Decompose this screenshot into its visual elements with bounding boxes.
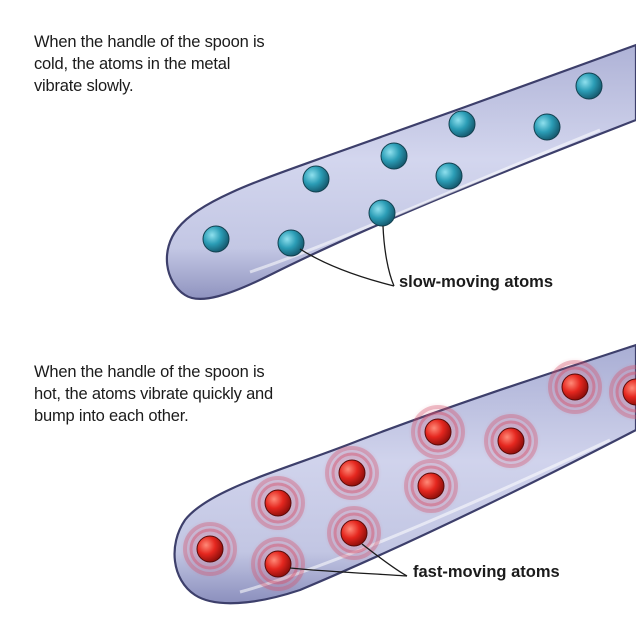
fast-atom [545, 357, 605, 417]
slow-atom [576, 73, 602, 99]
hot-caption-line: hot, the atoms vibrate quickly and [34, 383, 273, 405]
slow-atoms-label: slow-moving atoms [399, 273, 553, 292]
fast-atom [481, 411, 541, 471]
slow-atom [534, 114, 560, 140]
fast-atom [180, 519, 240, 579]
slow-atom [436, 163, 462, 189]
fast-atom [322, 443, 382, 503]
fast-atom [248, 534, 308, 594]
slow-atom [449, 111, 475, 137]
slow-atom [381, 143, 407, 169]
slow-atom [303, 166, 329, 192]
hot-caption: When the handle of the spoon is hot, the… [34, 361, 273, 427]
fast-atom [401, 456, 461, 516]
cold-caption-line: When the handle of the spoon is [34, 31, 264, 53]
cold-caption: When the handle of the spoon is cold, th… [34, 31, 264, 97]
slow-atom [278, 230, 304, 256]
fast-atom [408, 402, 468, 462]
hot-caption-line: When the handle of the spoon is [34, 361, 273, 383]
slow-atom [369, 200, 395, 226]
hot-caption-line: bump into each other. [34, 405, 273, 427]
fast-atoms-label: fast-moving atoms [413, 563, 560, 582]
cold-caption-line: vibrate slowly. [34, 75, 264, 97]
slow-atom [203, 226, 229, 252]
cold-caption-line: cold, the atoms in the metal [34, 53, 264, 75]
fast-atom [248, 473, 308, 533]
